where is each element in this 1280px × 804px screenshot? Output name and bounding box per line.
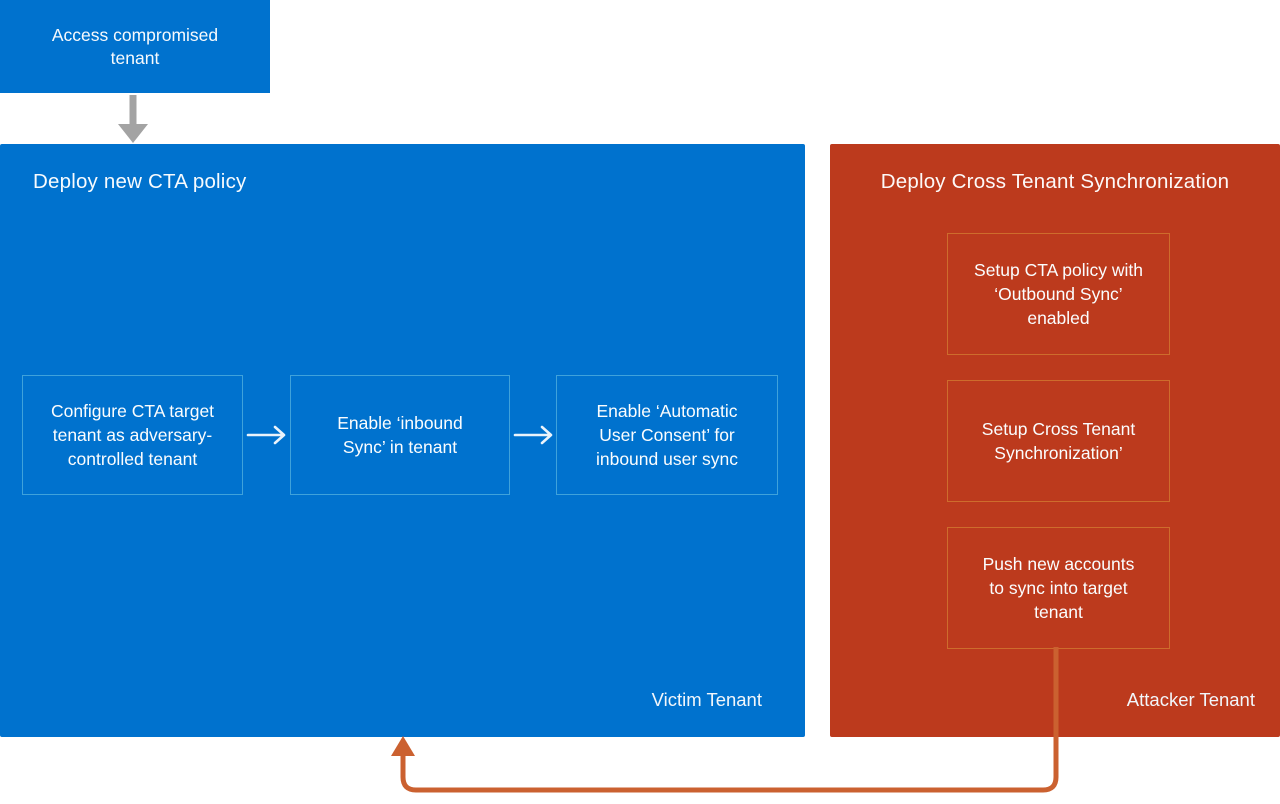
victim-tenant-panel: Deploy new CTA policy Configure CTA targ…: [0, 144, 805, 737]
step-label: Push new accounts to sync into target te…: [982, 553, 1135, 623]
attacker-panel-title: Deploy Cross Tenant Synchronization: [880, 170, 1230, 193]
step-enable-inbound-sync: Enable ‘inbound Sync’ in tenant: [290, 375, 510, 495]
step-label: Setup Cross Tenant Synchronization’: [981, 418, 1136, 463]
down-arrow-icon: [118, 95, 148, 143]
right-arrow-icon: [513, 425, 553, 445]
attacker-tenant-label: Attacker Tenant: [1126, 689, 1255, 710]
attacker-tenant-panel: Deploy Cross Tenant Synchronization Setu…: [830, 144, 1280, 737]
victim-tenant-label: Victim Tenant: [651, 689, 762, 710]
step-setup-cross-tenant-sync: Setup Cross Tenant Synchronization’: [947, 380, 1170, 502]
step-setup-cta-outbound-sync: Setup CTA policy with ‘Outbound Sync’ en…: [947, 233, 1170, 355]
victim-panel-title: Deploy new CTA policy: [33, 170, 247, 193]
step-configure-cta-target: Configure CTA target tenant as adversary…: [22, 375, 243, 495]
step-enable-automatic-user-consent: Enable ‘Automatic User Consent’ for inbo…: [556, 375, 778, 495]
step-label: Configure CTA target tenant as adversary…: [50, 400, 215, 470]
step-label: Setup CTA policy with ‘Outbound Sync’ en…: [974, 259, 1143, 329]
step-label: Enable ‘Automatic User Consent’ for inbo…: [595, 400, 739, 470]
step-push-new-accounts: Push new accounts to sync into target te…: [947, 527, 1170, 649]
right-arrow-icon: [246, 425, 286, 445]
access-compromised-tenant-label: Access compromised tenant: [51, 25, 219, 68]
step-label: Enable ‘inbound Sync’ in tenant: [337, 412, 463, 457]
access-compromised-tenant-box: Access compromised tenant: [0, 0, 270, 93]
